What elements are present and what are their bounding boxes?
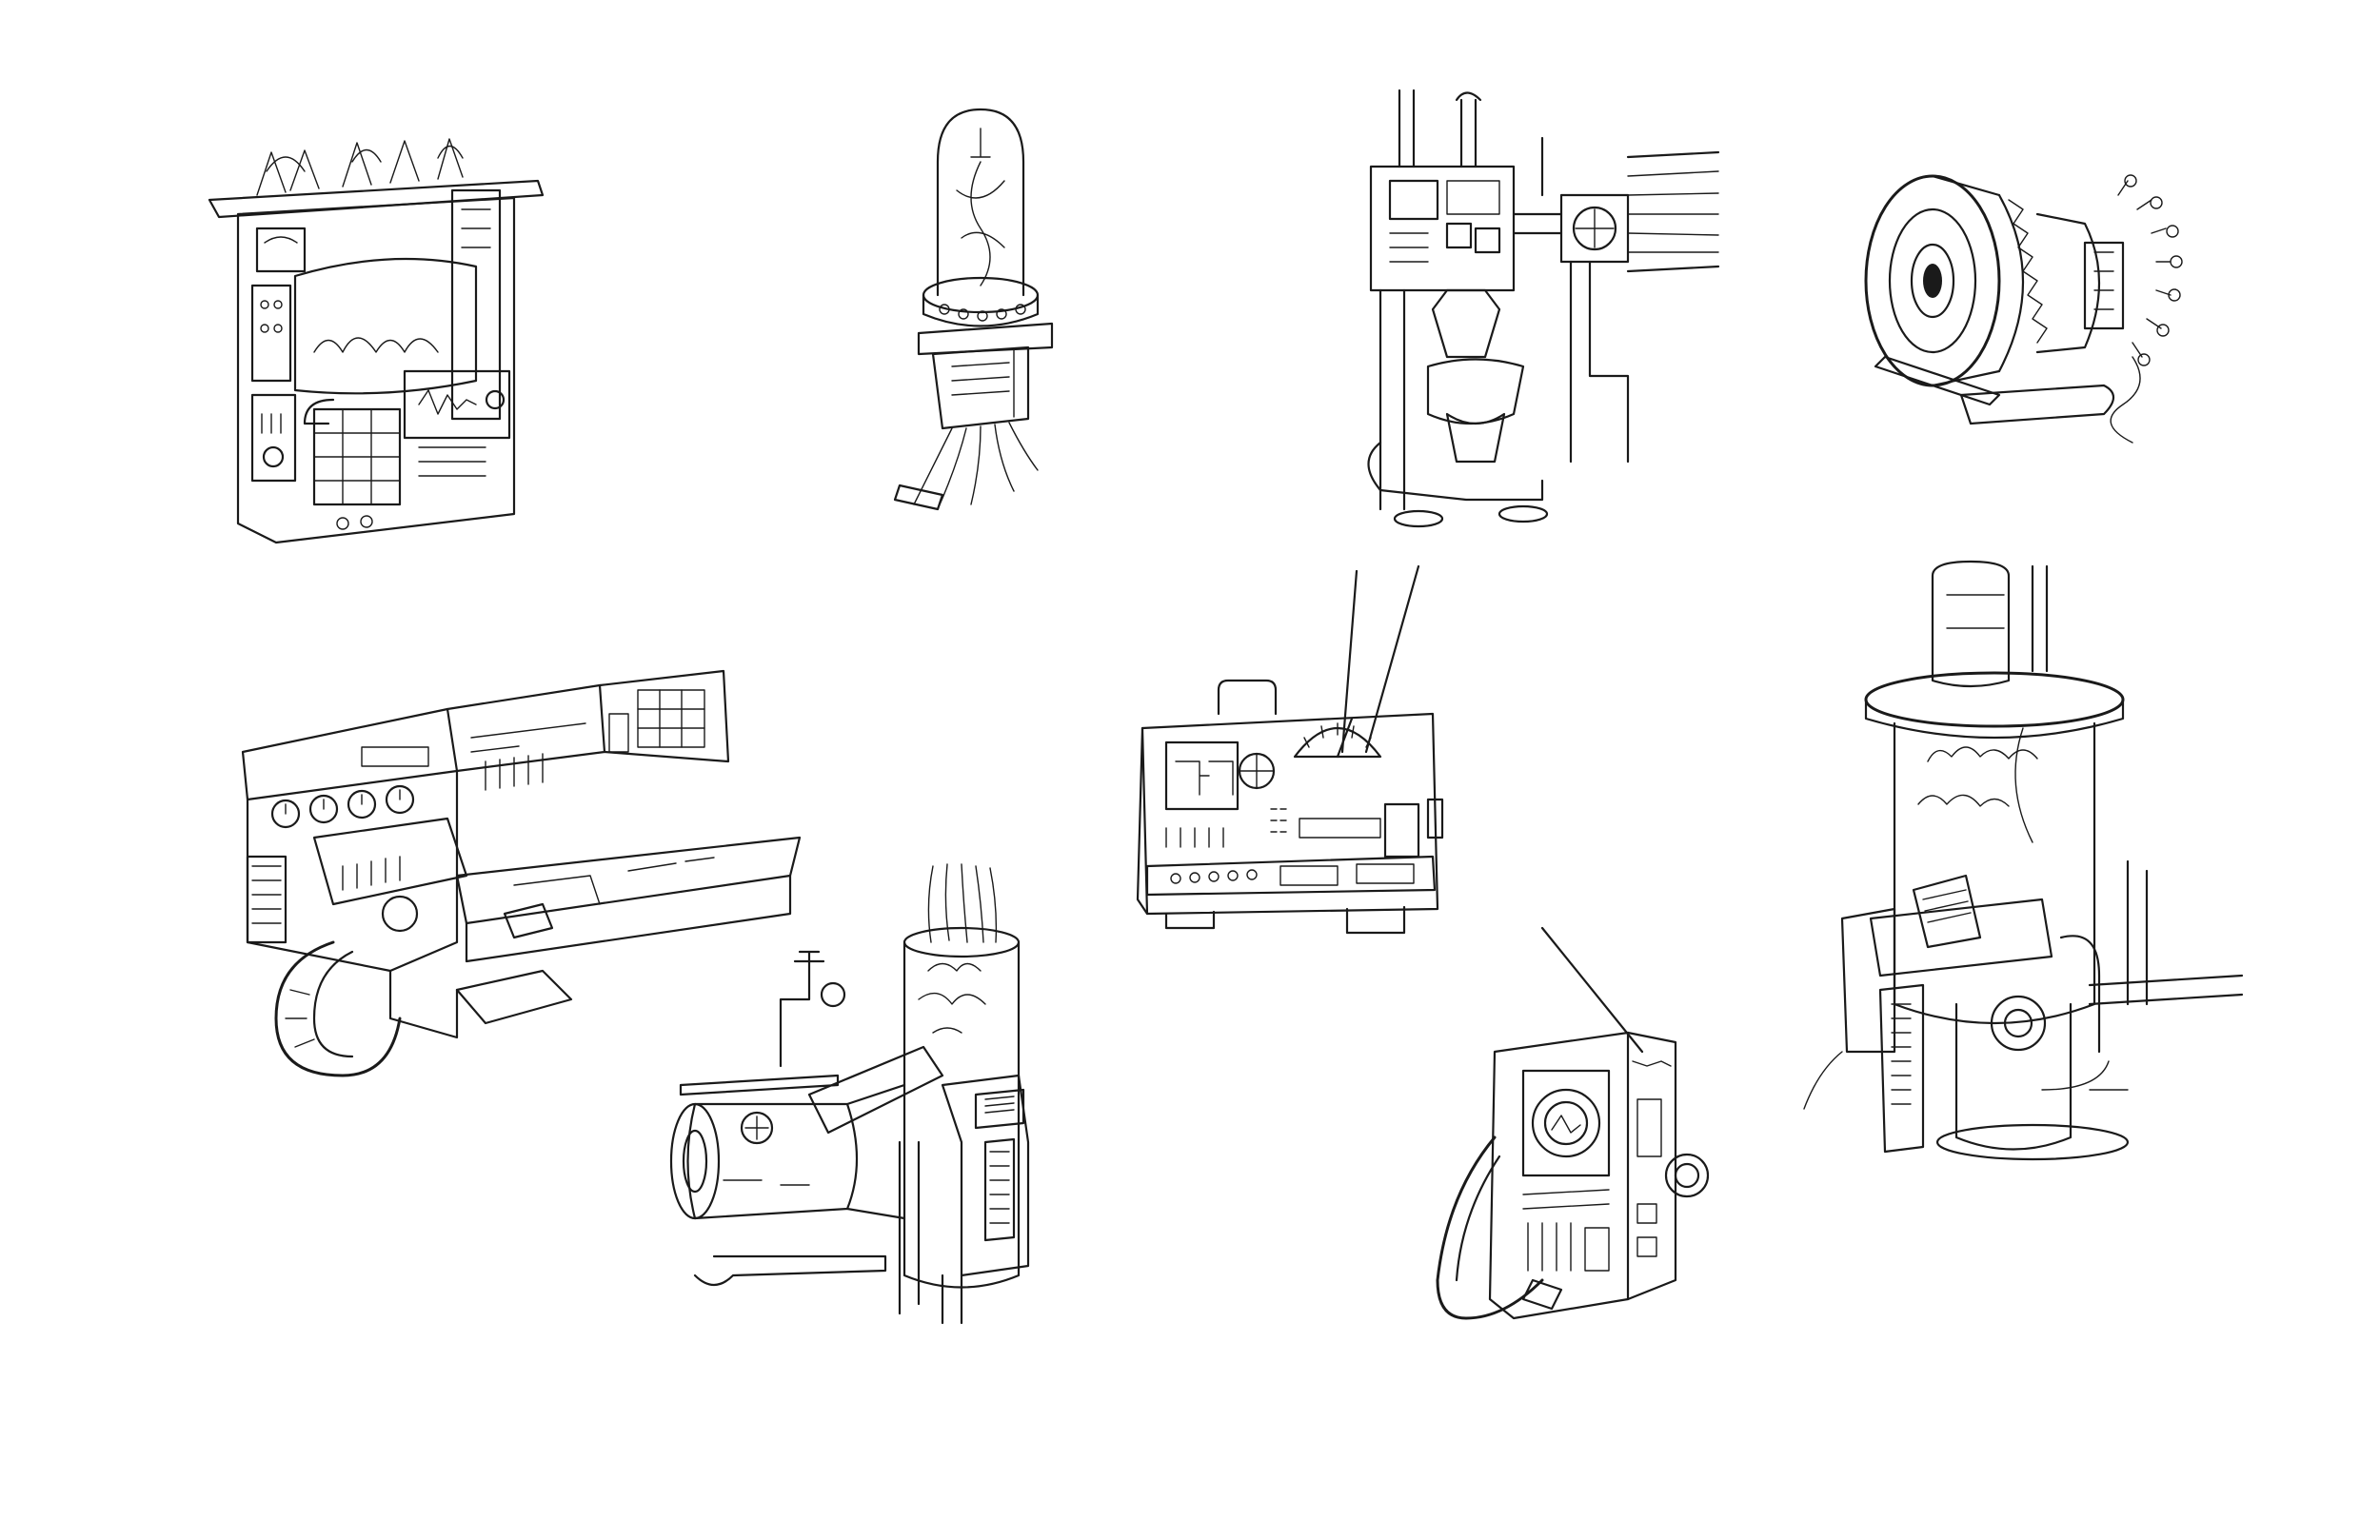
control-console-drawing (228, 657, 800, 1104)
handheld-radio-receiver-drawing (1128, 562, 1452, 952)
cannon-tank-apparatus-drawing (657, 857, 1190, 1333)
glass-bell-jar-generator-drawing (885, 105, 1076, 514)
walkie-talkie-device-drawing (1438, 918, 1752, 1356)
pipe-toilet-contraption-drawing (1342, 81, 1723, 538)
turbine-engine-drawing (1856, 157, 2190, 471)
tall-cylinder-reactor-drawing (1804, 557, 2261, 1166)
bubbling-vat-machine-drawing (200, 114, 562, 562)
